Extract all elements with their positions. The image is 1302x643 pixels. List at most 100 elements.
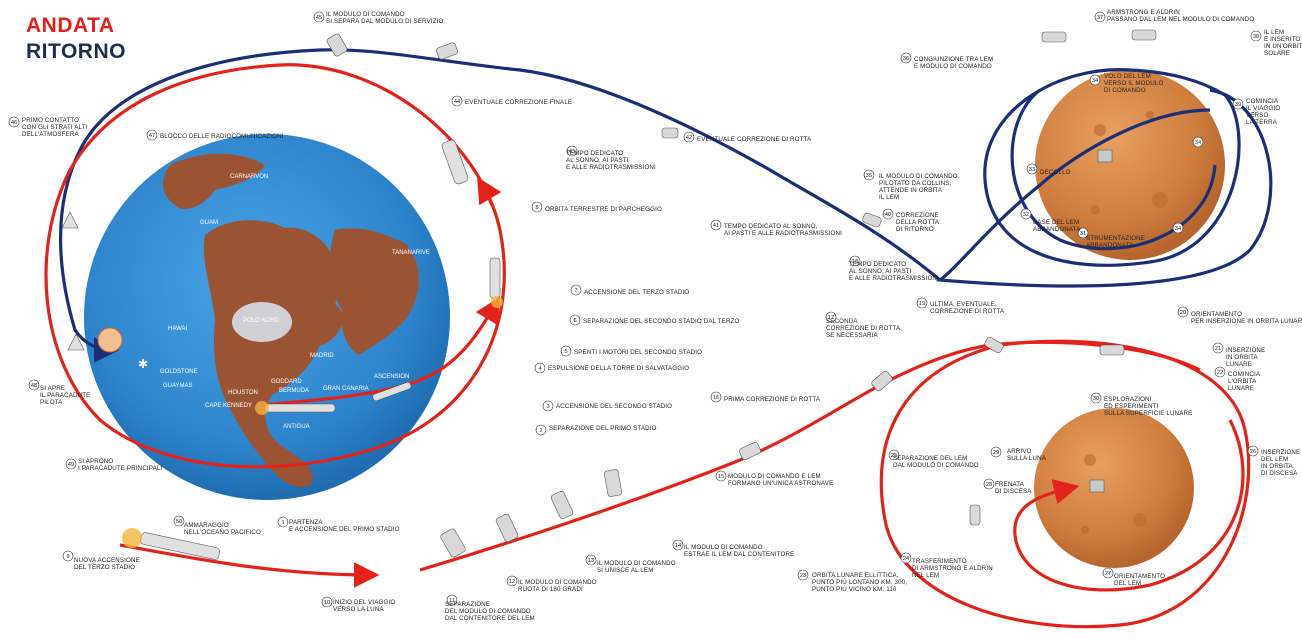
step-number-45: 45 <box>316 15 322 21</box>
step-marker-23 <box>797 569 809 581</box>
stage-icon-4 <box>739 442 761 460</box>
step-marker-46 <box>8 116 20 128</box>
step-22-line-1: COMINCIA <box>1228 371 1261 378</box>
step-13-line-2: SI UNISCE AL LEM <box>597 567 654 574</box>
step-number-26: 26 <box>1250 449 1256 455</box>
step-19-line-1: ULTIMA, EVENTUALE, <box>930 301 997 308</box>
step-marker-7 <box>570 284 582 296</box>
step-number-3: 3 <box>546 404 549 410</box>
step-marker-42 <box>683 131 695 143</box>
step-number-44: 44 <box>454 99 460 105</box>
cm-correction-icon <box>862 212 882 228</box>
step-number-30: 30 <box>1093 396 1099 402</box>
step-38-line-3: IN UN'ORBITA <box>1264 43 1302 50</box>
step-marker-41 <box>710 219 722 231</box>
step-number-33: 33 <box>1029 167 1035 173</box>
step-marker-38 <box>1250 30 1262 42</box>
step-number-25: 25 <box>891 453 897 459</box>
step-marker-29 <box>990 446 1002 458</box>
step-number-34: 34 <box>1092 78 1098 84</box>
step-number-38: 38 <box>1253 34 1259 40</box>
step-17-line-1: SECONDA <box>826 318 858 325</box>
earth-label-polo: POLO NORD <box>243 318 280 324</box>
step-11-line-3: DAL CONTENITORE DEL LEM <box>445 615 535 622</box>
step-2-line-1: SEPARAZIONE DEL PRIMO STADIO <box>549 425 657 432</box>
lunar-csm-icon-3 <box>969 504 981 526</box>
step-41-line-2: AI PASTI E ALLE RADIOTRASMISSIONI <box>724 230 842 237</box>
step-17-line-3: SE NECESSARIA <box>826 332 879 339</box>
earth-landmass-madagascar <box>392 239 412 259</box>
step-30-line-1: ESPLORAZIONI <box>1104 396 1152 403</box>
step-marker-28 <box>983 478 995 490</box>
step-41-line-1: TEMPO DEDICATO AL SONNO, <box>724 223 818 230</box>
step-22-line-3: LUNARE <box>1228 385 1254 392</box>
lunar-csm-icon-2 <box>984 336 1004 354</box>
step-12-line-1: IL MODULO DI COMANDO <box>518 579 597 586</box>
earth-label-guam: GUAM <box>200 220 218 226</box>
stage-icon-6 <box>440 528 466 558</box>
outbound-launch <box>261 296 500 407</box>
step-36-line-1: CONGIUNZIONE TRA LEM <box>914 56 993 63</box>
step-marker-34 <box>1089 74 1101 86</box>
step-marker-39 <box>1232 98 1244 110</box>
step-number-18: 18 <box>852 259 858 265</box>
parachute-icon <box>97 327 123 353</box>
step-33-line-1: DECOLLO <box>1040 169 1071 176</box>
step-number-49: 49 <box>68 462 74 468</box>
step-8-line-1: ORBITA TERRESTRE DI PARCHEGGIO <box>545 206 662 213</box>
step-marker-35 <box>863 169 875 181</box>
earth-label-carnarvon: CARNARVON <box>230 174 268 180</box>
step-46-line-3: DELL'ATMOSFERA <box>22 131 80 138</box>
csm-separation-icon <box>326 33 348 57</box>
step-35-line-2: PILOTATO DA COLLINS, <box>879 180 952 187</box>
step-14-line-2: ESTRAE IL LEM DAL CONTENITORE <box>684 551 794 558</box>
step-49-line-2: I PARACADUTE PRINCIPALI <box>78 465 162 472</box>
step-number-9: 9 <box>66 554 69 560</box>
step-24-line-1: TRASFERIMENTO <box>912 558 967 565</box>
step-number-24: 24 <box>903 556 909 562</box>
csm-icon <box>436 42 458 60</box>
step-number-17: 17 <box>828 315 834 321</box>
step-number-21: 21 <box>1215 346 1221 352</box>
step-10-line-1: INIZIO DEL VIAGGIO <box>333 599 395 606</box>
rocket-launch-icon <box>255 401 336 415</box>
step-38-line-1: IL LEM <box>1264 29 1284 36</box>
step-marker-8 <box>531 201 543 213</box>
step-6-line-1: SEPARAZIONE DEL SECONDO STADIO DAL TERZO <box>583 318 740 325</box>
step-26-line-1: INSERZIONE <box>1261 449 1300 456</box>
step-48-line-3: PILOTA <box>40 399 63 406</box>
step-39-line-3: VERSO <box>1246 112 1268 119</box>
outbound-descent <box>1013 419 1245 592</box>
step-number-5: 5 <box>564 349 567 355</box>
step-marker-24 <box>900 552 912 564</box>
step-48-line-2: IL PARACADUTE <box>40 392 90 399</box>
step-marker-14 <box>672 539 684 551</box>
step-35-line-4: IL LEM <box>879 194 899 201</box>
step-marker-6 <box>569 314 581 326</box>
lunar-csm-icon <box>1099 344 1125 356</box>
stage-icon-5 <box>871 370 893 392</box>
earth-label-bermuda: BERMUDA <box>279 388 309 394</box>
extra-marker-2: 34 <box>1172 222 1184 234</box>
step-number-1: 1 <box>281 520 284 526</box>
step-34-line-3: DI COMANDO <box>1104 87 1146 94</box>
earth-label-houston: HOUSTON <box>228 390 258 396</box>
step-marker-45 <box>313 11 325 23</box>
